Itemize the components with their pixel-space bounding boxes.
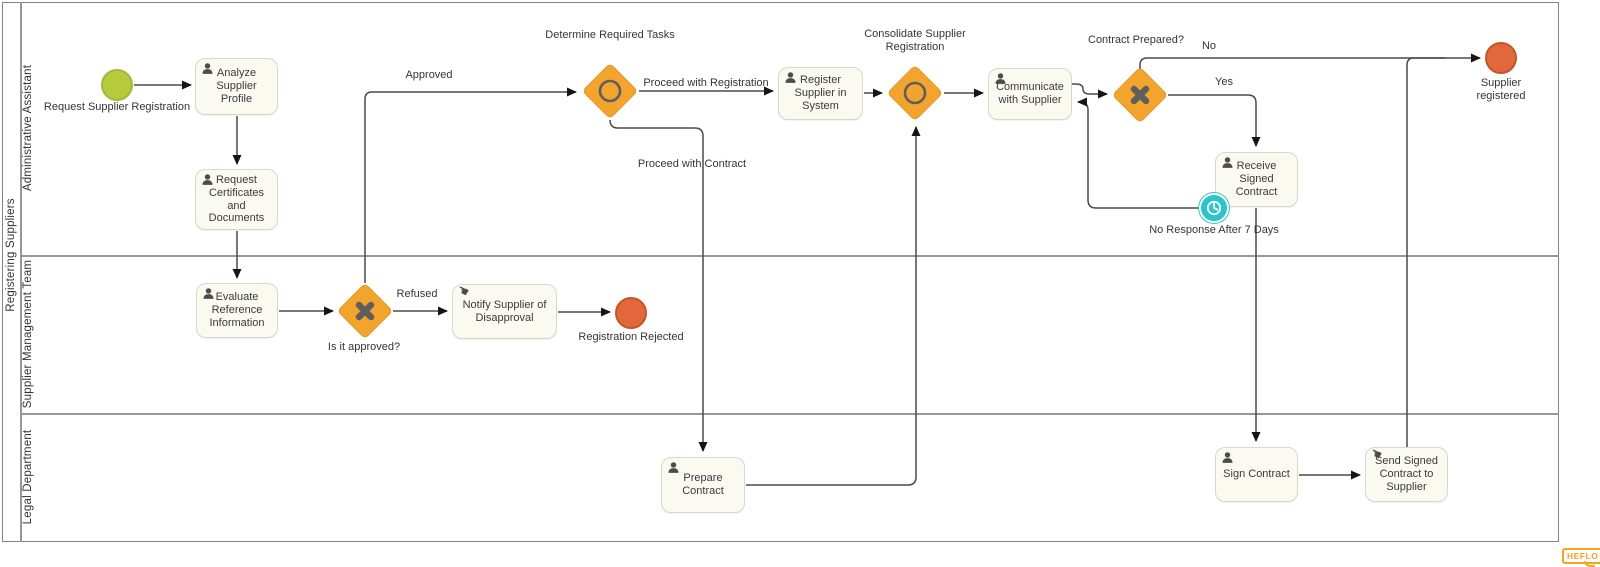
gateway-label: Is it approved? (327, 341, 401, 353)
inclusive-gateway-icon (903, 81, 927, 105)
task-analyze-supplier-profile[interactable]: Analyze Supplier Profile (195, 58, 278, 115)
edge-label-proceed-with-registration: Proceed with Registration (643, 77, 769, 89)
edge-label-approved: Approved (405, 69, 453, 81)
end-event-label: Supplier registered (1476, 77, 1526, 103)
task-sign-contract[interactable]: Sign Contract (1215, 447, 1298, 502)
user-icon (202, 174, 213, 185)
pool-border (2, 2, 1559, 542)
heflo-logo[interactable]: HEFLO (1562, 548, 1600, 564)
edge-label-refused: Refused (396, 288, 438, 300)
task-label: Request Certificates and Documents (208, 173, 265, 225)
gateway-label: Contract Prepared? (1088, 34, 1184, 46)
task-notify-supplier-of-disapproval[interactable]: ☚ Notify Supplier of Disapproval (452, 282, 557, 339)
task-label: Analyze Supplier Profile (216, 67, 257, 105)
exclusive-gateway-icon (355, 301, 375, 321)
user-icon (1222, 157, 1233, 168)
task-label: Send Signed Contract to Supplier (1375, 455, 1438, 493)
end-event-registration-rejected[interactable] (615, 297, 647, 329)
task-label: Communicate with Supplier (996, 81, 1064, 106)
exclusive-gateway-icon (1130, 85, 1150, 105)
inclusive-gateway-icon (598, 79, 622, 103)
lane-divider-1 (20, 255, 1559, 257)
lane-divider-2 (20, 413, 1559, 415)
timer-icon (1206, 200, 1222, 216)
user-icon (1222, 452, 1233, 463)
start-event-request-supplier-registration[interactable] (101, 69, 133, 101)
edge-label-no: No (1201, 40, 1217, 52)
user-icon (995, 73, 1006, 84)
task-prepare-contract[interactable]: Prepare Contract (661, 457, 745, 513)
gateway-label: Consolidate Supplier Registration (864, 28, 966, 54)
gateway-label: Determine Required Tasks (545, 29, 675, 41)
task-send-signed-contract-to-supplier[interactable]: ☚ Send Signed Contract to Supplier (1365, 445, 1448, 502)
edge-label-proceed-with-contract: Proceed with Contract (637, 158, 747, 170)
task-request-certificates-and-documents[interactable]: Request Certificates and Documents (195, 169, 278, 230)
user-icon (203, 288, 214, 299)
task-evaluate-reference-information[interactable]: Evaluate Reference Information (196, 283, 278, 338)
task-receive-signed-contract[interactable]: Receive Signed Contract (1215, 152, 1298, 207)
heflo-logo-tail (1584, 561, 1595, 567)
user-icon (202, 63, 213, 74)
task-label: Notify Supplier of Disapproval (462, 298, 547, 324)
user-icon (785, 72, 796, 83)
end-event-label: Registration Rejected (578, 331, 684, 343)
task-register-supplier-in-system[interactable]: Register Supplier in System (778, 67, 863, 120)
task-label: Prepare Contract (682, 472, 724, 497)
end-event-supplier-registered[interactable] (1485, 42, 1517, 74)
boundary-timer-event[interactable] (1199, 193, 1229, 223)
hand-icon: ☚ (454, 282, 472, 301)
timer-event-label: No Response After 7 Days (1149, 224, 1279, 236)
user-icon (668, 462, 679, 473)
task-label: Receive Signed Contract (1235, 160, 1278, 198)
pool-title-divider (20, 2, 22, 542)
task-communicate-with-supplier[interactable]: Communicate with Supplier (988, 68, 1072, 120)
start-event-label: Request Supplier Registration (43, 101, 191, 113)
edge-label-yes: Yes (1215, 76, 1233, 88)
task-label: Evaluate Reference Information (209, 291, 265, 329)
task-label: Sign Contract (1223, 468, 1290, 481)
task-label: Register Supplier in System (794, 74, 847, 112)
